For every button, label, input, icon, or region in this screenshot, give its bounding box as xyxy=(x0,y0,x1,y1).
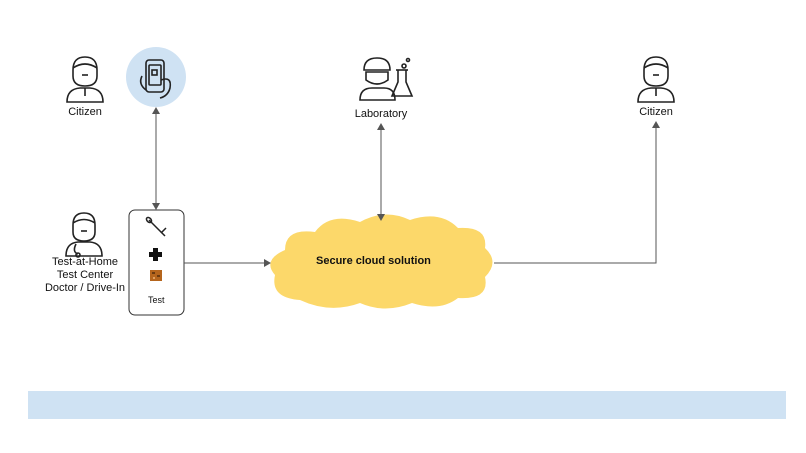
medical-cross-icon xyxy=(149,248,162,261)
provider-line-1: Test-at-Home xyxy=(51,256,119,268)
citizen-right-icon xyxy=(637,56,675,103)
sample-icon xyxy=(150,270,162,281)
citizen-left-icon xyxy=(66,56,104,103)
bottom-bar xyxy=(28,391,786,419)
phone-circle xyxy=(126,47,186,107)
provider-label: Test-at-Home Test Center Doctor / Drive-… xyxy=(34,256,136,295)
provider-line-2: Test Center xyxy=(56,269,114,281)
laboratory-icon xyxy=(359,57,414,101)
connector-cloud-citizen xyxy=(494,121,660,264)
swab-icon xyxy=(145,216,167,237)
doctor-icon xyxy=(65,212,103,258)
laboratory-label: Laboratory xyxy=(354,108,408,120)
citizen-left-label: Citizen xyxy=(68,106,102,118)
citizen-right-label: Citizen xyxy=(639,106,673,118)
cloud-label: Secure cloud solution xyxy=(316,255,431,267)
secure-cloud xyxy=(270,214,493,309)
test-kit-label: Test xyxy=(148,295,165,305)
phone-icon xyxy=(139,59,172,99)
provider-line-3: Doctor / Drive-In xyxy=(44,282,126,294)
